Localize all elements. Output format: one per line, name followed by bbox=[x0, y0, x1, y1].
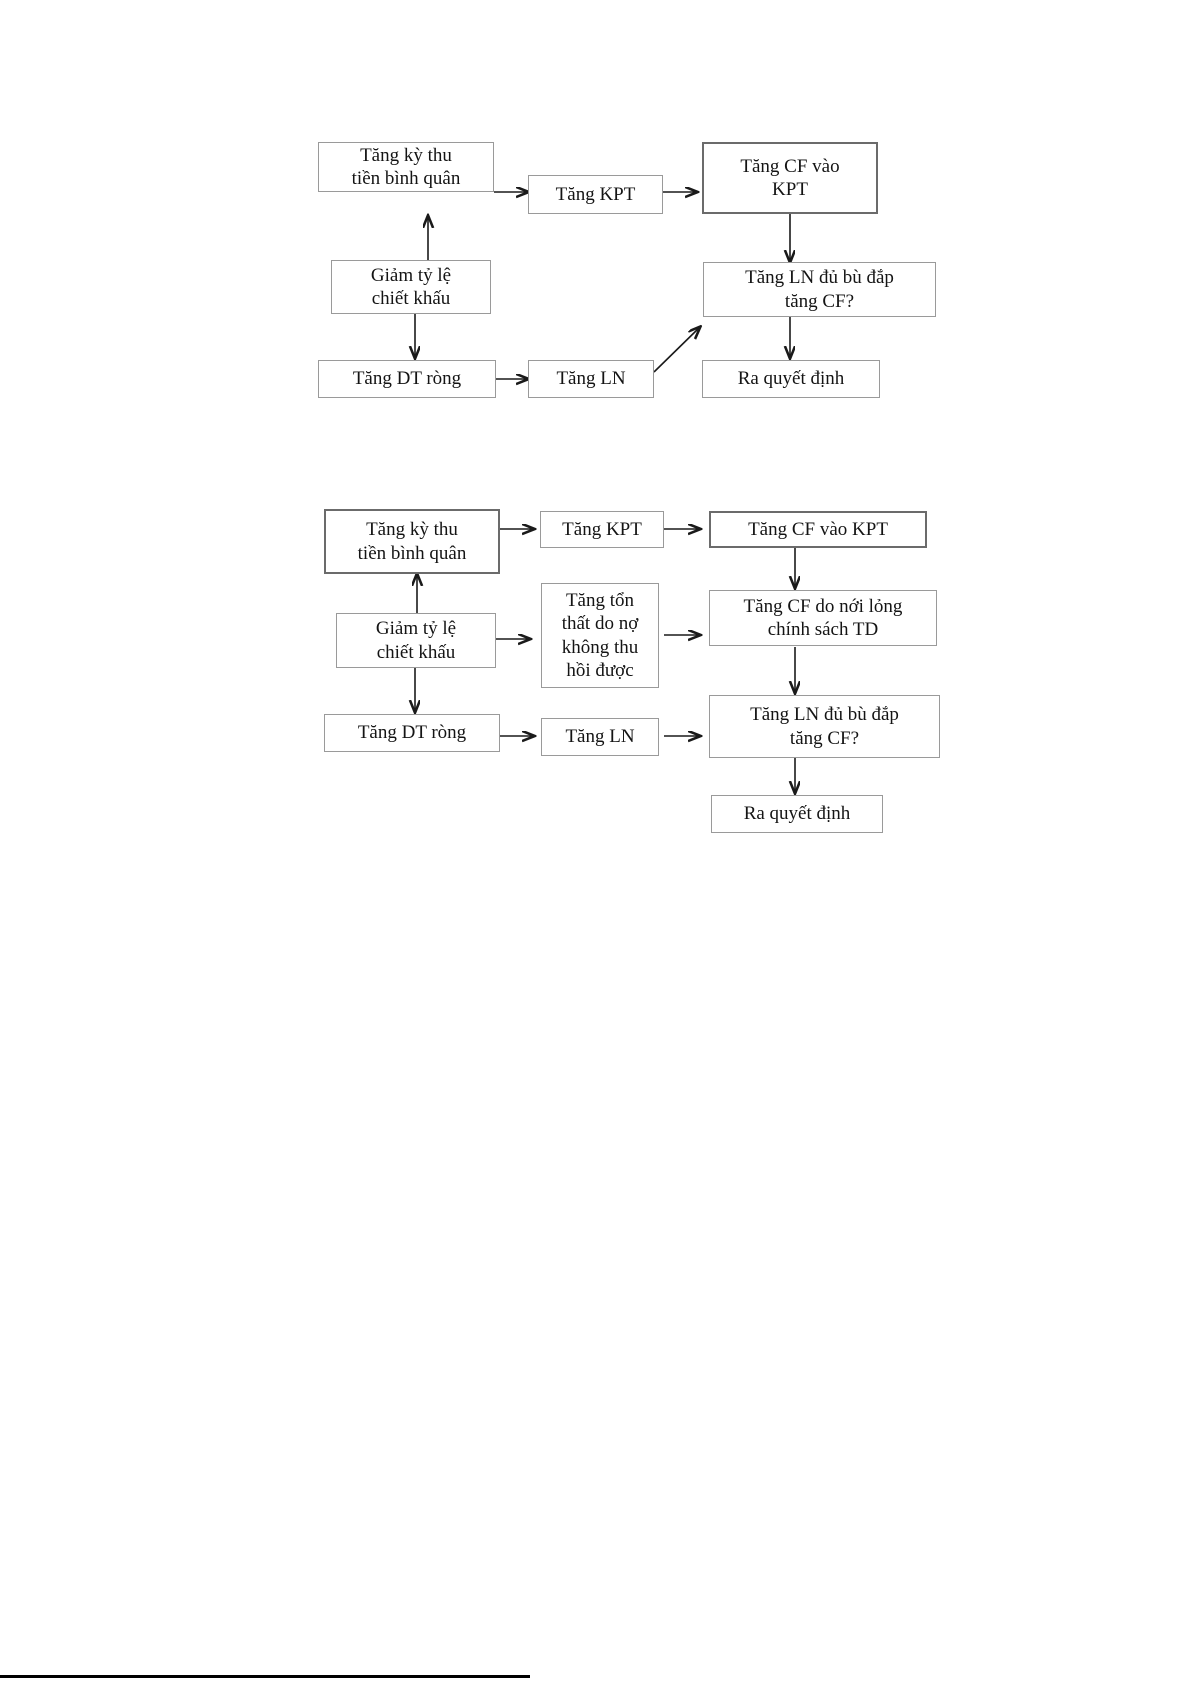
node2-tang-dt-rong[interactable]: Tăng DT ròng bbox=[324, 714, 500, 752]
node-label: Tăng LN đủ bù đắp tăng CF? bbox=[750, 704, 899, 749]
node2-tang-ky-thu-tien-binh-quan[interactable]: Tăng kỳ thu tiền bình quân bbox=[324, 509, 500, 574]
node2-tang-kpt[interactable]: Tăng KPT bbox=[540, 511, 664, 548]
node-label: Giảm tỷ lệ chiết khấu bbox=[370, 264, 452, 309]
node-label: Giảm tỷ lệ chiết khấu bbox=[375, 618, 457, 663]
node-label: Tăng KPT bbox=[555, 183, 636, 205]
node-label: Tăng DT ròng bbox=[357, 722, 467, 744]
node-label: Tăng LN đủ bù đắp tăng CF? bbox=[745, 267, 894, 312]
node-label: Tăng KPT bbox=[562, 518, 642, 540]
node-label: Ra quyết định bbox=[743, 803, 851, 825]
flowchart-one: Tăng kỳ thu tiền bình quân Tăng KPT Tăng… bbox=[0, 0, 1191, 440]
node-label: Tăng CF do nới lỏng chính sách TD bbox=[743, 595, 903, 640]
node-label: Tăng DT ròng bbox=[352, 368, 462, 390]
node-label: Tăng CF vào KPT bbox=[748, 518, 888, 540]
node-label: Tăng LN bbox=[556, 368, 626, 390]
node2-tang-ln[interactable]: Tăng LN bbox=[541, 718, 659, 756]
node2-ra-quyet-dinh[interactable]: Ra quyết định bbox=[711, 795, 883, 833]
node-tang-ky-thu-tien-binh-quan[interactable]: Tăng kỳ thu tiền bình quân bbox=[318, 142, 494, 192]
node2-tang-cf-vao-kpt[interactable]: Tăng CF vào KPT bbox=[709, 511, 927, 548]
node2-tang-cf-do-noi-long-chinh-sach-td[interactable]: Tăng CF do nới lỏng chính sách TD bbox=[709, 590, 937, 646]
footer-rule bbox=[0, 1675, 530, 1678]
node-tang-dt-rong[interactable]: Tăng DT ròng bbox=[318, 360, 496, 398]
node-ra-quyet-dinh[interactable]: Ra quyết định bbox=[702, 360, 880, 398]
node-tang-cf-vao-kpt[interactable]: Tăng CF vào KPT bbox=[702, 142, 878, 214]
node2-tang-ton-that-do-no[interactable]: Tăng tổn thất do nợ không thu hồi được bbox=[541, 583, 659, 688]
node-tang-kpt[interactable]: Tăng KPT bbox=[528, 175, 663, 214]
node-label: Ra quyết định bbox=[737, 368, 845, 390]
node2-tang-ln-du-bu-dap-tang-cf[interactable]: Tăng LN đủ bù đắp tăng CF? bbox=[709, 695, 940, 758]
node-tang-ln-du-bu-dap-tang-cf[interactable]: Tăng LN đủ bù đắp tăng CF? bbox=[703, 262, 936, 317]
flowchart-two: Tăng kỳ thu tiền bình quân Tăng KPT Tăng… bbox=[0, 0, 1191, 900]
node-tang-ln[interactable]: Tăng LN bbox=[528, 360, 654, 398]
flowchart-two-connectors bbox=[0, 0, 1191, 900]
node-label: Tăng tổn thất do nợ không thu hồi được bbox=[561, 590, 639, 681]
node-label: Tăng CF vào KPT bbox=[740, 155, 840, 200]
node2-giam-ty-le-chiet-khau[interactable]: Giảm tỷ lệ chiết khấu bbox=[336, 613, 496, 668]
node-label: Tăng kỳ thu tiền bình quân bbox=[351, 144, 461, 189]
node-giam-ty-le-chiet-khau[interactable]: Giảm tỷ lệ chiết khấu bbox=[331, 260, 491, 314]
node-label: Tăng LN bbox=[565, 726, 635, 748]
node-label: Tăng kỳ thu tiền bình quân bbox=[357, 519, 467, 564]
